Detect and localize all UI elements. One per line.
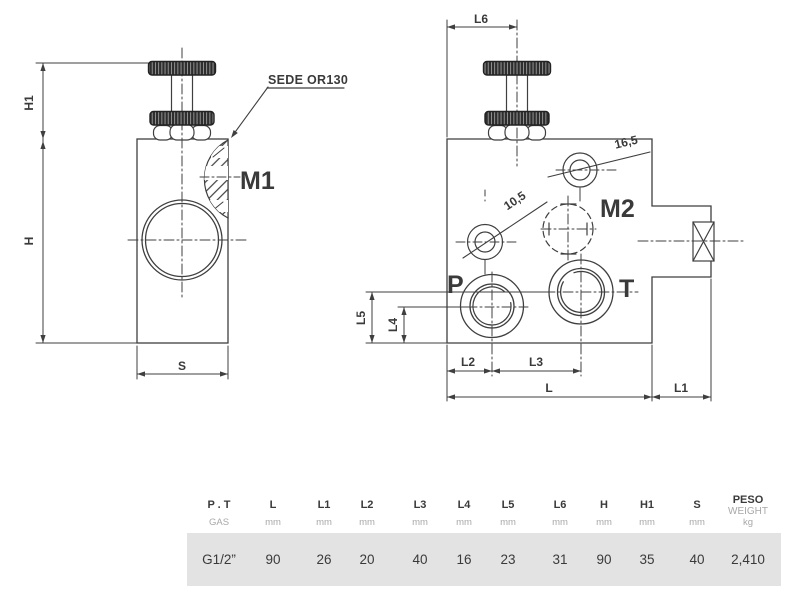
col-value: 16 xyxy=(456,552,472,567)
col-header: L2 xyxy=(360,499,374,511)
m2-port xyxy=(540,195,597,264)
dim-label-h: H xyxy=(22,237,36,246)
knurled-wheel-top xyxy=(482,60,552,76)
knurled-wheel-bottom xyxy=(149,110,215,126)
dimension-table: P . T GAS G1/2” L mm 90 L1 mm 26 L2 mm 2… xyxy=(0,470,790,612)
col-unit: mm xyxy=(412,517,428,528)
col-header: L xyxy=(269,499,277,511)
col-value: 40 xyxy=(689,552,705,567)
col-header: PESO xyxy=(732,494,764,506)
col-header: L4 xyxy=(457,499,471,511)
col-value: 23 xyxy=(500,552,516,567)
col-unit: kg xyxy=(742,517,754,528)
col-value: 20 xyxy=(359,552,375,567)
col-header: L1 xyxy=(317,499,331,511)
dim-label-h1: H1 xyxy=(22,95,36,111)
col-header: H1 xyxy=(639,499,655,511)
col-header: L6 xyxy=(553,499,567,511)
col-subheader: WEIGHT xyxy=(728,506,768,517)
m1-port-section xyxy=(199,139,241,219)
col-unit: mm xyxy=(265,517,281,528)
dim-label-l1: L1 xyxy=(674,381,688,395)
col-unit: mm xyxy=(552,517,568,528)
side-plug xyxy=(692,221,715,262)
col-unit: GAS xyxy=(208,517,230,528)
col-value: 40 xyxy=(412,552,428,567)
m2-label: M2 xyxy=(600,195,635,223)
col-header: L5 xyxy=(501,499,515,511)
p-label: P xyxy=(447,271,464,299)
dim-label-l6: L6 xyxy=(474,12,488,26)
col-unit: mm xyxy=(639,517,655,528)
knurled-wheel-bottom xyxy=(484,110,550,126)
col-value: G1/2” xyxy=(202,552,236,567)
sede-or130-label: SEDE OR130 xyxy=(268,73,348,87)
dim-h1-h xyxy=(35,62,151,344)
right-adjustment-knob xyxy=(482,19,552,167)
t-label: T xyxy=(619,275,634,303)
dim-label-l: L xyxy=(545,381,552,395)
dim-label-l4: L4 xyxy=(386,318,400,332)
dim-s xyxy=(136,345,229,380)
left-adjustment-knob xyxy=(147,47,217,298)
left-view: H1 H S xyxy=(22,47,348,380)
col-header: H xyxy=(600,499,608,511)
knurled-wheel-top xyxy=(147,60,217,76)
col-header: S xyxy=(693,499,701,511)
dim-label-l2: L2 xyxy=(461,355,475,369)
col-value: 31 xyxy=(552,552,568,567)
dim-label-l5: L5 xyxy=(354,311,368,325)
col-unit: mm xyxy=(316,517,332,528)
col-unit: mm xyxy=(500,517,516,528)
table-row-band xyxy=(187,533,781,586)
dim-label-l3: L3 xyxy=(529,355,543,369)
col-header: L3 xyxy=(413,499,427,511)
col-value: 90 xyxy=(596,552,612,567)
valve-block-drawing: H1 H S xyxy=(22,12,747,402)
col-value: 35 xyxy=(639,552,655,567)
col-value: 90 xyxy=(265,552,281,567)
sede-callout: SEDE OR130 xyxy=(228,73,348,140)
col-unit: mm xyxy=(689,517,705,528)
dim-label-s: S xyxy=(178,359,186,373)
dim-l6 xyxy=(446,19,518,138)
dia-16-5-label: 16,5 xyxy=(613,133,639,152)
col-unit: mm xyxy=(596,517,612,528)
col-unit: mm xyxy=(456,517,472,528)
col-value: 2,410 xyxy=(731,552,765,567)
col-header: P . T xyxy=(207,499,231,511)
col-value: 26 xyxy=(316,552,332,567)
m1-label: M1 xyxy=(240,167,275,195)
col-unit: mm xyxy=(359,517,375,528)
right-view: L6 16,5 10,5 M2 xyxy=(354,12,747,402)
